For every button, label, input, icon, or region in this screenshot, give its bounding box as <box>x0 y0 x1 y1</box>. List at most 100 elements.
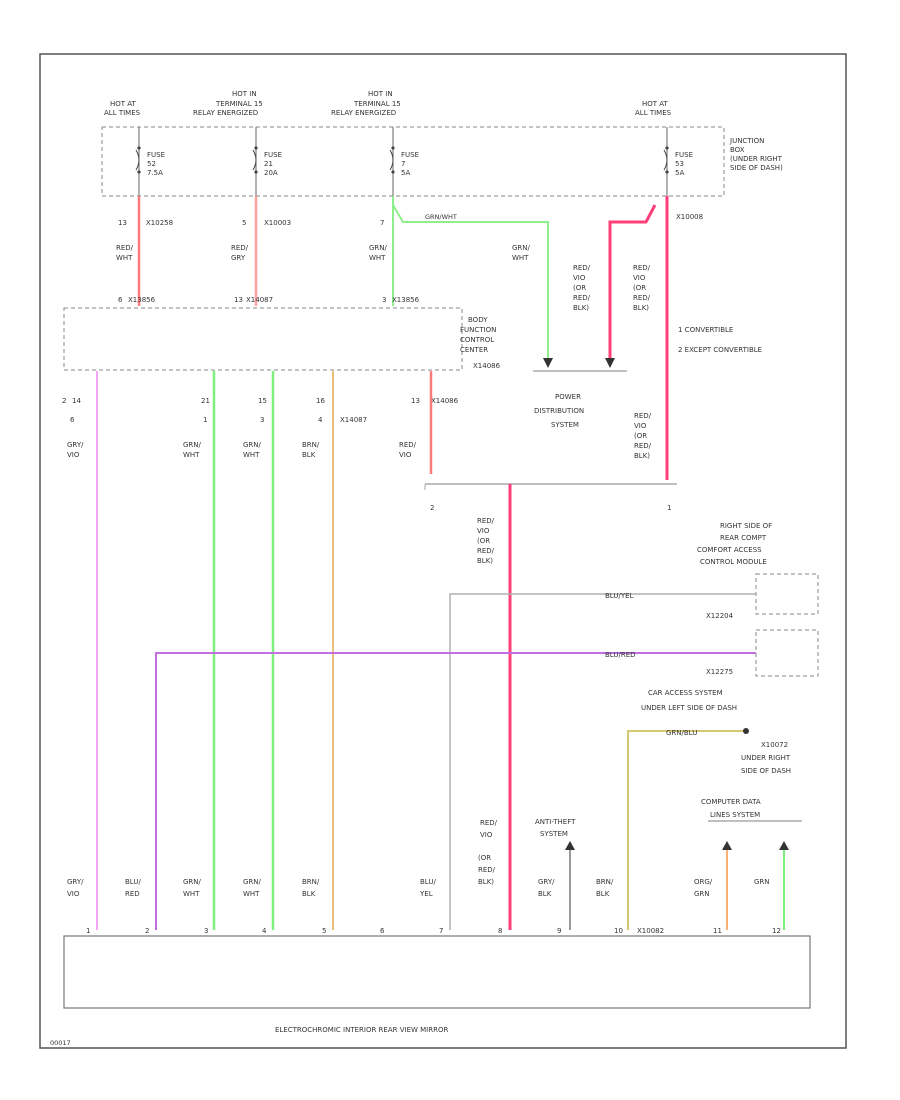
svg-text:FUSE: FUSE <box>401 151 419 159</box>
pin-3: 3 <box>382 296 386 304</box>
wire-label: RED/ GRY <box>231 244 249 262</box>
svg-text:DISTRIBUTION: DISTRIBUTION <box>534 407 584 415</box>
svg-text:ALL TIMES: ALL TIMES <box>635 109 672 117</box>
svg-text:RED/: RED/ <box>633 294 651 302</box>
wire-label: RED/ VIO (OR RED/ BLK) <box>477 517 495 565</box>
diagram-frame <box>39 53 847 1049</box>
svg-text:1: 1 <box>86 927 90 935</box>
svg-text:RED/: RED/ <box>633 264 651 272</box>
svg-text:GRN/: GRN/ <box>183 878 202 886</box>
svg-text:RED/: RED/ <box>477 547 495 555</box>
svg-text:BRN/: BRN/ <box>302 441 320 449</box>
svg-text:GRY/: GRY/ <box>67 878 84 886</box>
svg-text:VIO: VIO <box>634 422 647 430</box>
arrow-down <box>605 358 615 368</box>
connector-label: X13856 <box>392 296 420 304</box>
svg-text:VIO: VIO <box>67 890 80 898</box>
svg-text:VIO: VIO <box>573 274 586 282</box>
svg-text:RED/: RED/ <box>573 294 591 302</box>
svg-text:(OR: (OR <box>634 432 647 440</box>
pin-13: 13 <box>234 296 243 304</box>
svg-text:GRN/: GRN/ <box>369 244 388 252</box>
svg-text:WHT: WHT <box>183 890 200 898</box>
svg-text:ANTI-THEFT: ANTI-THEFT <box>535 818 576 826</box>
svg-text:BLK): BLK) <box>477 557 493 565</box>
arrow-down <box>543 358 553 368</box>
svg-text:(UNDER RIGHT: (UNDER RIGHT <box>730 155 783 163</box>
svg-text:5: 5 <box>322 927 326 935</box>
svg-text:X10072: X10072 <box>761 741 788 749</box>
svg-text:BLK): BLK) <box>634 452 650 460</box>
svg-text:CENTER: CENTER <box>460 346 488 354</box>
fuse-7: FUSE 7 5A <box>389 127 419 196</box>
wire-label: GRN/ WHT <box>369 244 388 262</box>
comfort-access-label: RIGHT SIDE OF REAR COMPT COMFORT ACCESS … <box>697 522 772 566</box>
svg-text:SYSTEM: SYSTEM <box>540 830 568 838</box>
svg-text:RELAY ENERGIZED: RELAY ENERGIZED <box>331 109 396 117</box>
svg-text:BRN/: BRN/ <box>302 878 320 886</box>
wire-label: RED/ VIO (OR RED/ BLK) <box>633 264 651 312</box>
svg-text:RED/: RED/ <box>399 441 417 449</box>
svg-text:CONTROL: CONTROL <box>460 336 494 344</box>
svg-text:VIO: VIO <box>480 831 493 839</box>
pin-1: 1 <box>667 504 671 512</box>
svg-text:FUSE: FUSE <box>264 151 282 159</box>
wire-label: RED/ VIO <box>399 441 417 459</box>
pin-7: 7 <box>380 219 384 227</box>
svg-text:7.5A: 7.5A <box>147 169 163 177</box>
power-distribution-label: POWER DISTRIBUTION SYSTEM <box>534 393 584 429</box>
svg-text:7: 7 <box>439 927 443 935</box>
svg-text:RED/: RED/ <box>477 517 495 525</box>
svg-text:8: 8 <box>498 927 502 935</box>
svg-text:SYSTEM: SYSTEM <box>551 421 579 429</box>
svg-text:5A: 5A <box>401 169 410 177</box>
splice-label: X10072 UNDER RIGHT SIDE OF DASH <box>741 741 791 775</box>
fuse-21: FUSE 21 20A <box>252 127 282 196</box>
rfcc-pin-labels: 2 14 6 21 1 15 3 16 4 X14087 13 <box>62 397 420 424</box>
svg-text:YEL: YEL <box>419 890 433 898</box>
svg-text:21: 21 <box>264 160 273 168</box>
svg-text:RED: RED <box>125 890 140 898</box>
svg-text:HOT IN: HOT IN <box>232 90 257 98</box>
svg-text:7: 7 <box>401 160 405 168</box>
svg-text:9: 9 <box>557 927 561 935</box>
connector-label: X10082 <box>637 927 664 935</box>
svg-text:CAR ACCESS SYSTEM: CAR ACCESS SYSTEM <box>648 689 723 697</box>
wire-label: RED/ VIO (OR RED/ BLK) <box>634 412 652 460</box>
wire-label: RED/ VIO <box>480 819 498 839</box>
wire-label: GRN/WHT <box>425 213 457 221</box>
connector-label: X10003 <box>264 219 291 227</box>
fuse-53: FUSE 53 5A <box>663 127 693 196</box>
svg-text:16: 16 <box>316 397 325 405</box>
svg-text:GRN/: GRN/ <box>183 441 202 449</box>
computer-data-lines-label: COMPUTER DATA LINES SYSTEM <box>701 798 802 822</box>
wire-label: GRN/ WHT <box>183 441 202 459</box>
bottom-wire-labels: GRY/VIO BLU/RED GRN/WHT GRN/WHT BRN/BLK … <box>67 854 770 898</box>
svg-text:5A: 5A <box>675 169 684 177</box>
connector-label: X14086 <box>473 362 501 370</box>
svg-text:BLK: BLK <box>302 451 316 459</box>
wire-red-vio-to-pds <box>608 204 657 360</box>
connector-label: X14086 <box>431 397 459 405</box>
svg-text:LINES SYSTEM: LINES SYSTEM <box>710 811 760 819</box>
svg-text:BLU/: BLU/ <box>420 878 436 886</box>
mirror-title: ELECTROCHROMIC INTERIOR REAR VIEW MIRROR <box>275 1026 448 1034</box>
svg-text:15: 15 <box>258 397 267 405</box>
svg-text:GRN/: GRN/ <box>243 441 262 449</box>
wire-label: BLU/RED <box>605 651 636 659</box>
svg-text:BLK: BLK <box>538 890 552 898</box>
connector-label: X12204 <box>706 612 734 620</box>
svg-text:WHT: WHT <box>369 254 386 262</box>
arrow-up <box>565 841 575 850</box>
fuse-header-3: HOT IN TERMINAL 15 RELAY ENERGIZED <box>331 90 401 117</box>
pin-6: 6 <box>118 296 123 304</box>
junction-box-outline <box>101 126 725 197</box>
note-convertible: 1 CONVERTIBLE <box>678 326 733 334</box>
svg-text:SIDE OF DASH): SIDE OF DASH) <box>730 164 783 172</box>
svg-text:GRN/: GRN/ <box>243 878 262 886</box>
pin-2: 2 <box>430 504 434 512</box>
svg-text:WHT: WHT <box>116 254 133 262</box>
svg-text:2: 2 <box>62 397 66 405</box>
svg-text:BLK): BLK) <box>633 304 649 312</box>
